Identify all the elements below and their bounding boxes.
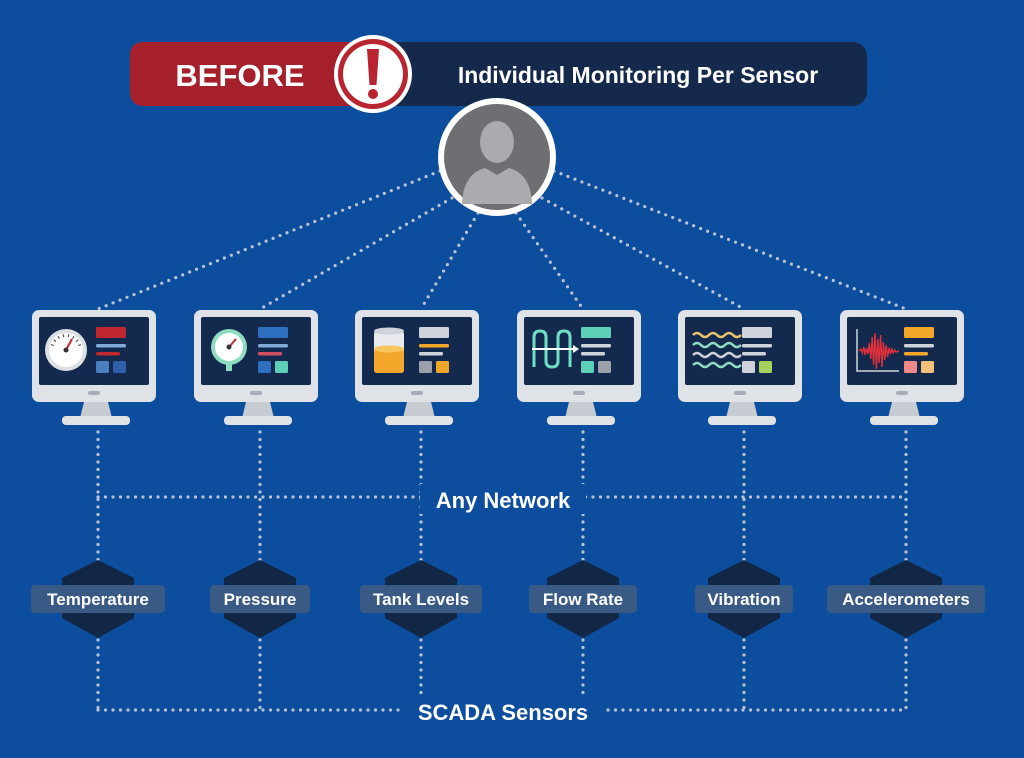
avatar [438,98,556,216]
sensor-label-temperature: Temperature [31,585,165,613]
banner: BEFORE Individual Monitoring Per Sensor [130,35,867,113]
avatar-link-line [540,196,746,311]
network-label: Any Network [436,488,571,513]
wave-icon [692,327,772,373]
monitor-stand [224,416,292,425]
flow-icon [532,327,611,373]
sensor-label-tank-levels: Tank Levels [360,585,482,613]
monitor-stand [385,416,453,425]
user-icon [462,121,532,204]
sensor-label-text: Temperature [47,590,149,609]
monitor-flow-rate [517,310,641,425]
pressure-gauge-icon [211,327,288,373]
monitor-button [250,391,262,395]
sensor-label-text: Vibration [707,590,780,609]
sensor-label-flow-rate: Flow Rate [529,585,637,613]
monitor-button [896,391,908,395]
monitor-screen [685,317,795,385]
sensor-label-pressure: Pressure [210,585,310,613]
monitor-button [88,391,100,395]
banner-red-bar [130,42,372,106]
sensor-label-box [210,585,310,613]
sensor-label-text: Pressure [224,590,297,609]
monitor-pressure [194,310,318,425]
sensor-label-box [529,585,637,613]
sensor-label-text: Flow Rate [543,590,623,609]
scada-label-bg [402,696,604,726]
gauge-icon [45,327,126,373]
sensor-label-box [695,585,793,613]
before-label: BEFORE [175,58,304,93]
monitor-neck [726,402,758,418]
sensor-label-vibration: Vibration [695,585,793,613]
sensor-label-box [827,585,985,613]
sensor-label-accelerometers: Accelerometers [827,585,985,613]
monitor-button [573,391,585,395]
monitor-stand [547,416,615,425]
sensor-label-text: Tank Levels [373,590,469,609]
monitor-neck [403,402,435,418]
monitor-stand [708,416,776,425]
sensor-label-box [360,585,482,613]
avatar-link-line [258,196,454,311]
avatar-link-line [419,211,480,311]
avatar-link-line [96,169,442,311]
monitor-neck [888,402,920,418]
monitor-tank-levels [355,310,479,425]
monitor-button [411,391,423,395]
connection-lines [96,169,908,712]
monitor-stand [870,416,938,425]
tank-icon [374,327,449,373]
monitor-temperature [32,310,156,425]
sensor-label-box [31,585,165,613]
network-label-bg [420,484,586,514]
scada-label: SCADA Sensors [418,700,588,725]
monitor-neck [80,402,112,418]
avatar-link-line [514,211,585,311]
avatar-link-line [552,169,908,311]
banner-title: Individual Monitoring Per Sensor [458,62,818,88]
monitor-neck [565,402,597,418]
monitor-vibration [678,310,802,425]
waveform-icon [856,327,934,373]
alert-icon [367,49,379,99]
monitor-neck [242,402,274,418]
monitor-accelerometers [840,310,964,425]
sensor-units: Temperature Pressure Tank Levels Flow Rate V… [31,310,985,638]
monitor-button [734,391,746,395]
monitor-screen [524,317,634,385]
sensor-label-text: Accelerometers [842,590,970,609]
monitor-stand [62,416,130,425]
